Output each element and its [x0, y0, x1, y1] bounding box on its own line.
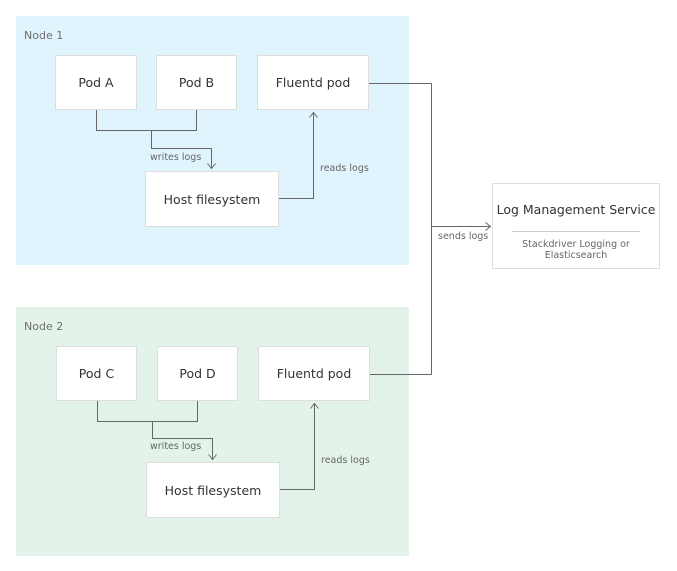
service-subtitle-line-2: Elasticsearch	[544, 250, 608, 261]
service-subtitle-line-1: Stackdriver Logging or	[522, 239, 630, 250]
node-2-pod-c: Pod C	[56, 346, 137, 401]
node-2-label: Node 2	[24, 320, 64, 333]
node-2-reads-arrowhead	[310, 402, 319, 409]
node-1-writes-arrow-line	[151, 130, 212, 168]
node-1-fluentd-pod: Fluentd pod	[257, 55, 369, 110]
log-management-service: Log Management Service Stackdriver Loggi…	[492, 183, 660, 269]
node-2-fluentd-pod: Fluentd pod	[258, 346, 370, 401]
node-1-writes-logs-label: writes logs	[150, 152, 202, 163]
node-1-host-filesystem: Host filesystem	[145, 171, 279, 227]
sends-arrowhead	[485, 222, 492, 231]
node-1-reads-logs-label: reads logs	[320, 163, 369, 174]
node-2-reads-logs-label: reads logs	[321, 455, 370, 466]
node-2-pod-d: Pod D	[157, 346, 238, 401]
service-title: Log Management Service	[496, 202, 656, 217]
node-1-label: Node 1	[24, 29, 64, 42]
node-2-reads-arrow-line	[280, 404, 315, 490]
node-2-writes-arrow-line	[152, 421, 213, 459]
node-1-reads-arrow-line	[279, 113, 314, 199]
node-2-pods-merge-line	[97, 401, 198, 422]
node-1-pod-a: Pod A	[55, 55, 137, 110]
node-2-writes-arrowhead	[208, 454, 217, 461]
node-2-host-filesystem: Host filesystem	[146, 462, 280, 518]
service-divider	[512, 231, 640, 232]
sends-logs-label: sends logs	[438, 231, 489, 242]
node-1-writes-arrowhead	[207, 163, 216, 170]
node-1-pods-merge-line	[96, 110, 197, 131]
node-2-writes-logs-label: writes logs	[150, 441, 202, 452]
node-1-pod-b: Pod B	[156, 55, 237, 110]
node-1-reads-arrowhead	[309, 111, 318, 118]
